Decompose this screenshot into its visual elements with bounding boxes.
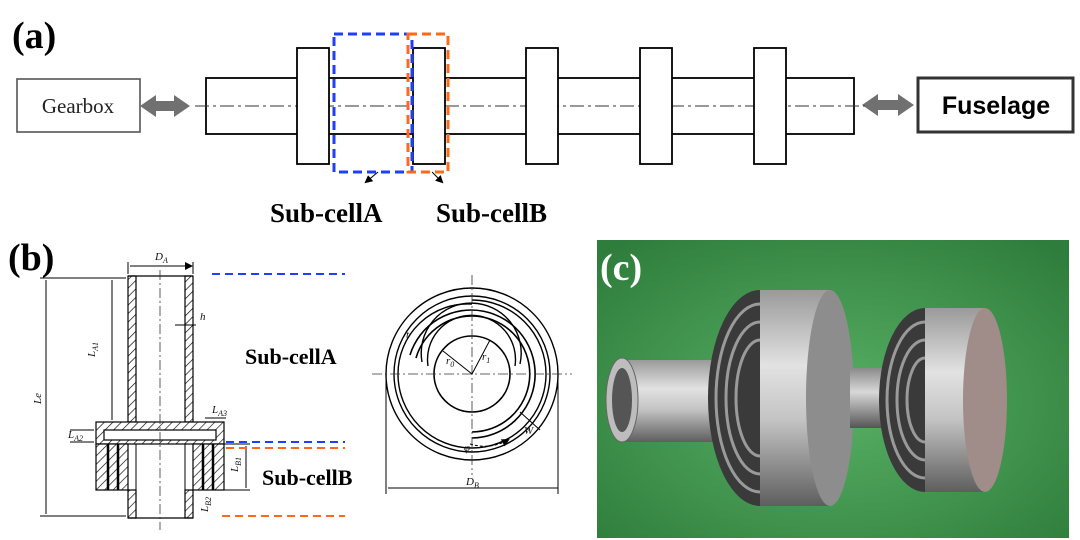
sub-cell-a-outline [332,32,414,174]
cross-section-drawing: DA h LA1 Le LA2 LA3 LB1 LB2 [32,251,250,530]
flange-4 [639,47,673,165]
panel-c-photo: (c) [597,240,1069,538]
flange-5 [753,47,787,165]
dim-da: DA [154,251,168,265]
dim-le: Le [32,393,44,405]
section-sub-cell-a-label: Sub-cellA [245,344,337,369]
panel-b: (b) [8,237,572,530]
dim-la1: LA1 [86,342,100,358]
spiral-w-label: W [524,425,534,437]
dim-h: h [200,311,206,323]
dim-la2: LA2 [67,429,83,443]
spiral-top-view: t r0 r1 W φ DB [372,275,572,494]
flange-1 [296,47,330,165]
panel-b-label: (b) [8,237,54,279]
sub-cell-b-caption: Sub-cellB [436,198,547,228]
dim-la3: LA3 [211,404,227,418]
spiral-db-label: DB [465,476,479,490]
fuselage-label: Fuselage [942,92,1050,120]
shaft-drawing [195,47,865,165]
flange-2 [412,47,446,165]
sub-cell-a-pointer-icon [364,171,379,184]
sub-cell-b-outline [406,32,450,174]
flange-3 [525,47,559,165]
panel-a: (a) Gearbox Fuselage [12,15,1075,228]
spiral-phi-label: φ [464,442,470,454]
fuselage-box: Fuselage [916,76,1075,134]
spiral-t-label: t [406,329,410,341]
section-sub-cell-b-label: Sub-cellB [262,465,353,490]
sub-cell-a-caption: Sub-cellA [270,198,383,228]
dim-lb2: LB2 [199,497,213,513]
sub-cell-b-pointer-icon [431,171,444,184]
gearbox-label: Gearbox [42,94,115,118]
gearbox-double-arrow-icon [140,95,190,117]
spiral-r0-label: r0 [446,355,454,369]
dim-lb1: LB1 [229,457,243,473]
spiral-r1-label: r1 [482,351,490,365]
panel-c-label: (c) [600,247,642,289]
gearbox-box: Gearbox [16,78,141,133]
fuselage-double-arrow-icon [862,94,914,116]
panel-a-label: (a) [12,15,56,57]
